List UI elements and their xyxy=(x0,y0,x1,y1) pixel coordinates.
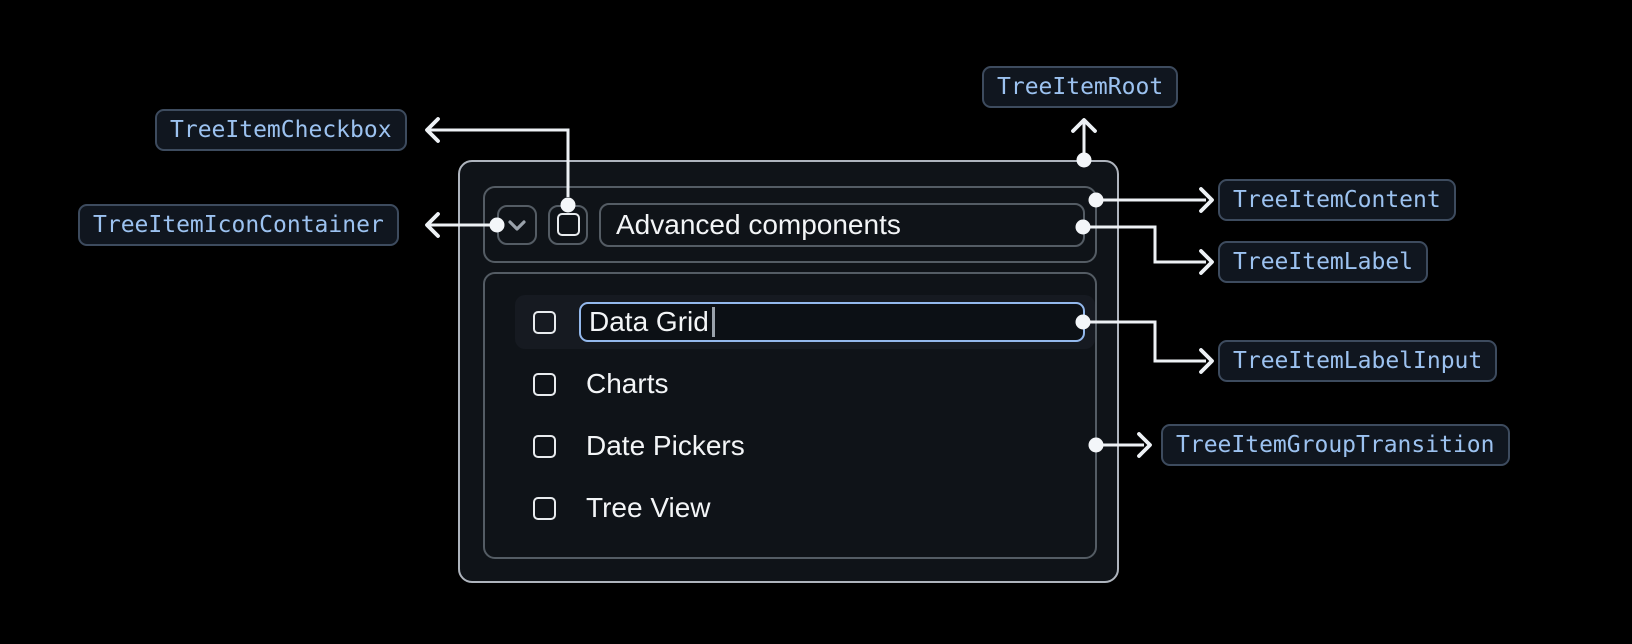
text-caret xyxy=(711,307,715,337)
checkbox-unchecked-icon[interactable] xyxy=(533,496,556,520)
tree-item-root: Advanced components Data Grid Charts Dat… xyxy=(458,160,1119,583)
tree-item-icon-container[interactable] xyxy=(497,204,537,245)
annotation-badge-tree-item-label-input[interactable]: TreeItemLabelInput xyxy=(1218,340,1498,382)
tree-item-label-text: Tree View xyxy=(586,492,711,523)
tree-row[interactable]: Tree View xyxy=(515,481,1095,535)
tree-row[interactable]: Date Pickers xyxy=(515,419,1095,473)
arrowhead-icon xyxy=(425,212,440,238)
tree-row[interactable]: Charts xyxy=(515,357,1095,411)
checkbox-unchecked-icon[interactable] xyxy=(533,310,556,334)
annotation-badge-tree-item-label[interactable]: TreeItemLabel xyxy=(1218,241,1429,283)
tree-item-label-input[interactable]: Data Grid xyxy=(579,302,1085,342)
tree-row-editing[interactable]: Data Grid xyxy=(515,295,1095,349)
tree-item-checkbox[interactable] xyxy=(548,204,588,245)
tree-item-label-text: Charts xyxy=(586,368,669,399)
arrowhead-icon xyxy=(1137,432,1152,458)
chevron-down-icon xyxy=(508,219,526,231)
checkbox-unchecked-icon[interactable] xyxy=(533,372,556,396)
annotation-badge-tree-item-icon-container[interactable]: TreeItemIconContainer xyxy=(78,204,399,246)
tree-item-label: Advanced components xyxy=(599,202,1085,247)
arrowhead-icon xyxy=(1199,187,1214,213)
annotation-badge-tree-item-checkbox[interactable]: TreeItemCheckbox xyxy=(155,109,407,151)
tree-item-group-transition: Data Grid Charts Date Pickers Tree View xyxy=(483,272,1097,559)
arrowhead-icon xyxy=(1071,118,1097,133)
arrowhead-icon xyxy=(1199,348,1214,374)
annotation-badge-tree-item-group-transition[interactable]: TreeItemGroupTransition xyxy=(1161,424,1510,466)
annotation-badge-tree-item-content[interactable]: TreeItemContent xyxy=(1218,179,1456,221)
tree-item-label-text: Date Pickers xyxy=(586,430,745,461)
arrowhead-icon xyxy=(1199,249,1214,275)
arrowhead-icon xyxy=(425,117,440,143)
annotation-badge-tree-item-root[interactable]: TreeItemRoot xyxy=(982,66,1179,108)
checkbox-unchecked-icon[interactable] xyxy=(533,434,556,458)
tree-item-label-text: Advanced components xyxy=(616,208,901,240)
tree-item-content[interactable]: Advanced components xyxy=(483,186,1097,263)
label-input-value: Data Grid xyxy=(589,306,709,337)
checkbox-unchecked-icon xyxy=(556,213,580,236)
